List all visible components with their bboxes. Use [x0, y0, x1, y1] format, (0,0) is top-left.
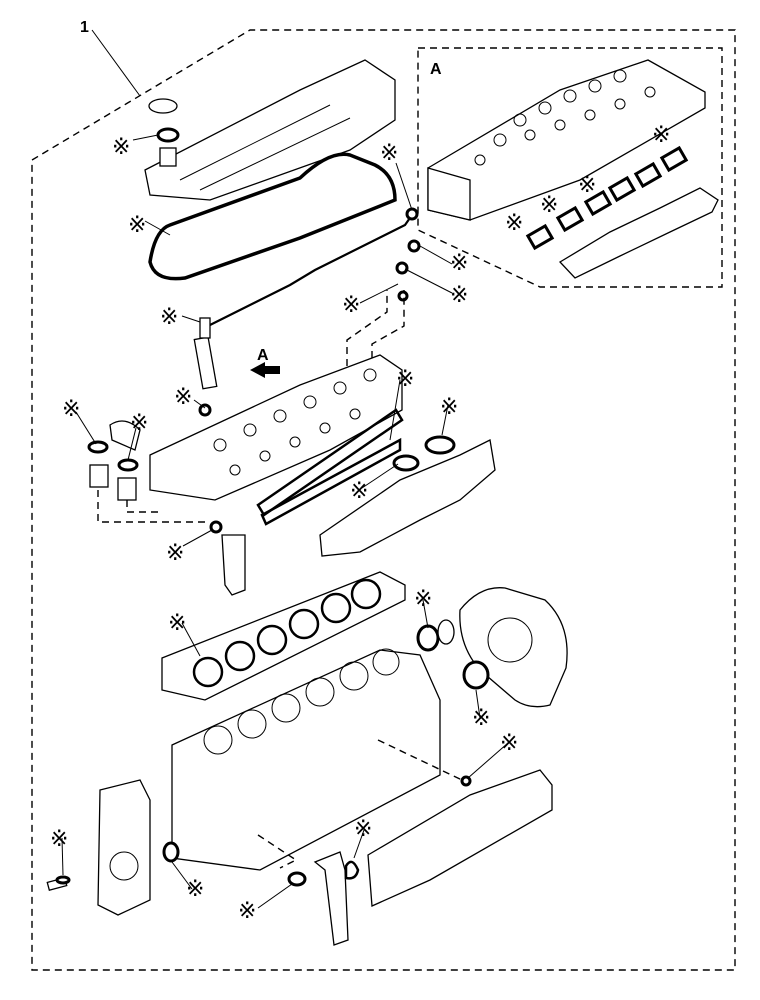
kit-marker: ※	[166, 541, 184, 566]
view-arrow-label: A	[257, 347, 269, 364]
kit-callout-number: 1	[80, 19, 89, 36]
valve-cover-gasket	[148, 152, 397, 281]
kit-marker: ※	[578, 173, 596, 198]
kit-marker: ※	[50, 827, 68, 852]
oil-cooler-seal	[162, 841, 180, 863]
kit-marker: ※	[130, 411, 148, 436]
detail-intake-gaskets	[525, 145, 689, 251]
detail-a-label: A	[430, 61, 442, 78]
kit-marker: ※	[540, 193, 558, 218]
kit-marker: ※	[440, 395, 458, 420]
fuel-injector	[193, 317, 218, 417]
kit-marker: ※	[652, 123, 670, 148]
view-arrow-a	[250, 362, 280, 378]
crankshaft-seal	[416, 624, 440, 652]
line-seal	[407, 239, 421, 253]
front-cover	[97, 779, 151, 916]
kit-marker: ※	[342, 293, 360, 318]
water-pipe	[313, 851, 349, 946]
marker-leaders	[61, 134, 509, 909]
kit-marker: ※	[500, 731, 518, 756]
exhaust-manifold-gasket	[392, 454, 420, 472]
line-seal	[405, 207, 419, 221]
detail-cylinder-head	[427, 59, 706, 221]
thermostat-seal	[87, 440, 109, 454]
thermostat-seal	[117, 458, 139, 472]
kit-marker: ※	[160, 305, 178, 330]
cylinder-head	[149, 354, 403, 501]
exhaust-manifold-gasket	[424, 435, 456, 455]
detail-a-boundary	[417, 47, 723, 288]
kit-marker: ※	[238, 899, 256, 924]
kit-marker: ※	[168, 611, 186, 636]
kit-marker: ※	[380, 141, 398, 166]
fuel-injection-lines	[209, 214, 413, 326]
plug-seal	[55, 875, 71, 885]
oil-cooler-housing	[367, 769, 553, 907]
kit-marker: ※	[472, 706, 490, 731]
kit-marker: ※	[396, 367, 414, 392]
detail-exhaust-manifold	[558, 187, 719, 279]
filler-cap-seal	[156, 127, 180, 143]
kit-marker: ※	[186, 877, 204, 902]
intake-manifold-gasket	[260, 437, 402, 526]
line-seal	[397, 290, 409, 302]
kit-marker: ※	[354, 817, 372, 842]
housing-seal	[462, 660, 490, 690]
intake-manifold-gasket-outer	[256, 408, 404, 517]
kit-marker: ※	[505, 211, 523, 236]
kit-marker: ※	[450, 283, 468, 308]
small-seal	[460, 775, 472, 787]
line-seal	[395, 261, 409, 275]
timing-gear	[437, 619, 455, 645]
thermostat	[89, 464, 109, 488]
kit-callout-leader	[91, 29, 141, 97]
water-outlet-seal	[209, 520, 223, 534]
pipe-gasket	[344, 860, 360, 880]
oil-filler-cap	[148, 98, 178, 114]
water-pipe-seal	[287, 871, 307, 887]
kit-marker: ※	[62, 397, 80, 422]
kit-marker: ※	[414, 587, 432, 612]
cylinder-head-gasket	[161, 571, 406, 701]
kit-marker: ※	[128, 213, 146, 238]
water-outlet	[221, 534, 246, 596]
kit-marker: ※	[112, 135, 130, 160]
kit-marker: ※	[450, 251, 468, 276]
kit-marker: ※	[350, 479, 368, 504]
exhaust-manifold	[319, 439, 496, 557]
kit-markers: ※ ※ ※ ※ ※ ※ ※ ※ ※ ※ ※ ※ ※ ※ ※ ※ ※ ※ ※ ※ …	[50, 123, 670, 924]
valve-cover	[144, 59, 396, 201]
flywheel-housing	[459, 587, 568, 708]
thermostat	[117, 477, 137, 501]
cylinder-block	[171, 649, 441, 871]
kit-marker: ※	[174, 385, 192, 410]
